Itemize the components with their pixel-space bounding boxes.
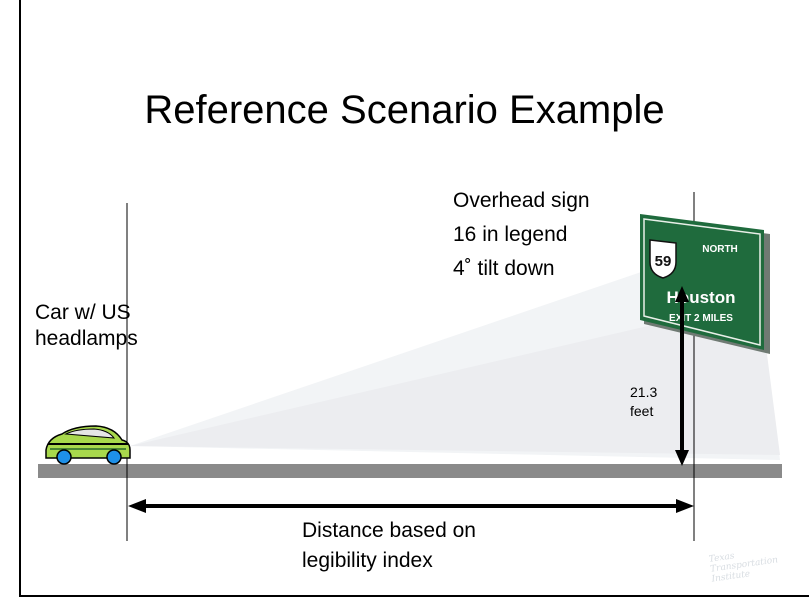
sign-exit-text: EXIT 2 MILES [669,313,733,324]
car-label-line-2: headlamps [35,327,138,350]
height-value: 21.3 [630,384,658,400]
sign-destination: Houston [667,288,736,307]
headlight-beam-inner [130,300,780,455]
sign-info-line-3: 4˚ tilt down [453,257,555,280]
route-shield-icon [649,239,677,279]
height-unit: feet [630,403,654,419]
sign-info-line-2: 16 in legend [453,223,568,246]
slide-border-bottom [19,595,809,597]
distance-arrow [128,499,694,513]
sign-info: Overhead sign 16 in legend 4˚ tilt down [453,184,590,286]
route-number: 59 [655,253,672,270]
slide-title: Reference Scenario Example [144,88,665,132]
sign-info-line-1: Overhead sign [453,189,590,212]
height-arrow [675,286,689,466]
car-label: Car w/ US headlamps [35,300,138,352]
height-label: 21.3 feet [630,383,657,421]
distance-label: Distance based on legibility index [302,516,476,576]
sign-direction: NORTH [702,244,738,255]
road [38,464,782,478]
sign-border [643,218,761,346]
slide-border-left [19,0,21,597]
car-icon [45,425,131,465]
car-label-line-1: Car w/ US [35,301,131,324]
distance-label-line-1: Distance based on [302,519,476,542]
overhead-road-sign: 59 NORTH Houston EXIT 2 MILES [640,214,770,354]
distance-label-line-2: legibility index [302,549,433,572]
